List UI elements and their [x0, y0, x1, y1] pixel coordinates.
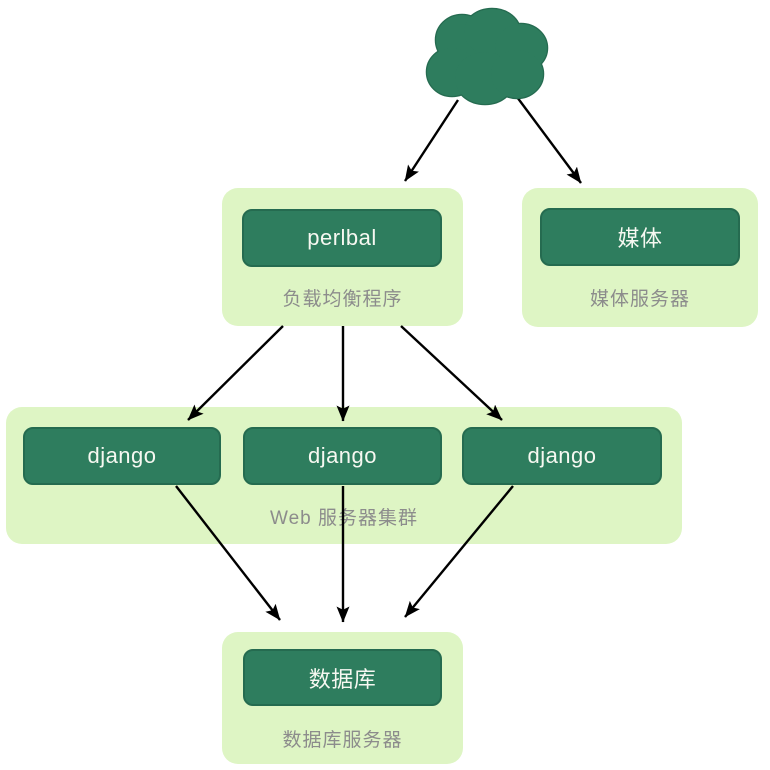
node-media: 媒体	[540, 208, 740, 266]
node-database: 数据库	[243, 649, 442, 706]
node-django-3: django	[462, 427, 662, 485]
caption-database-server: 数据库服务器	[282, 730, 403, 751]
node-database-label: 数据库	[308, 666, 377, 692]
edge-perlbal-to-django-3	[400, 325, 503, 421]
node-perlbal: perlbal	[242, 209, 442, 267]
node-django-2-label: django	[307, 443, 378, 468]
edge-perlbal-to-django-1	[187, 325, 284, 421]
caption-load-balancer: 负载均衡程序	[282, 289, 403, 310]
group-media-server: 媒体 媒体服务器	[522, 188, 758, 327]
node-django-2: django	[243, 427, 442, 485]
node-perlbal-label: perlbal	[307, 225, 377, 250]
node-django-1: django	[23, 427, 221, 485]
node-media-label: 媒体	[617, 226, 663, 251]
edge-cloud-to-load-balancer	[403, 99, 460, 182]
caption-media-server: 媒体服务器	[589, 289, 690, 310]
group-database-server: 数据库 数据库服务器	[222, 632, 463, 764]
group-load-balancer: perlbal 负载均衡程序	[222, 188, 463, 326]
node-django-3-label: django	[527, 443, 597, 468]
caption-web-cluster: Web 服务器集群	[269, 508, 418, 529]
group-web-cluster: django django django Web 服务器集群	[6, 407, 682, 544]
node-django-1-label: django	[87, 443, 157, 468]
edge-cloud-to-media-server	[516, 96, 582, 184]
internet-cloud-icon	[425, 7, 549, 106]
